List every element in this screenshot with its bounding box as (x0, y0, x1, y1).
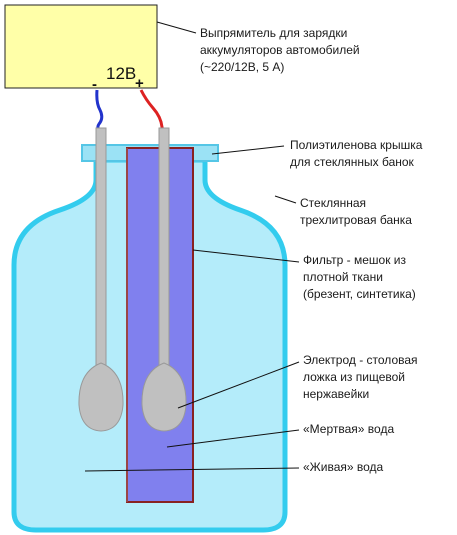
charger-box (4, 4, 158, 89)
leader-filter (192, 249, 300, 263)
jar-label-line: трехлитровая банка (300, 213, 412, 227)
filter-label-line: Фильтр - мешок из (303, 253, 406, 267)
leader-charger (156, 21, 197, 34)
wire-positive (139, 89, 167, 135)
leader-live-water (84, 467, 300, 472)
charger-voltage: 12В (106, 64, 137, 83)
electrode-label-line: нержавейки (303, 387, 370, 401)
lid-label: Полиэтиленова крышка для стеклянных бано… (290, 137, 422, 171)
filter-label-line: (брезент, синтетика) (303, 287, 416, 301)
electrode-label-line: ложка из пищевой (303, 370, 405, 384)
lid-label-line: для стеклянных банок (290, 155, 414, 169)
leader-jar (274, 195, 297, 204)
charger-label-line: (~220/12В, 5 А) (200, 60, 285, 74)
electrode-right-handle (158, 127, 170, 371)
live-water-label: «Живая» вода (303, 460, 384, 474)
charger-label-line: аккумуляторов автомобилей (200, 43, 360, 57)
lid-label-line: Полиэтиленова крышка (290, 138, 423, 152)
jar-label: Стеклянная трехлитровая банка (300, 195, 412, 229)
electrode-label-line: Электрод - столовая (303, 353, 418, 367)
electrode-right-bowl (141, 362, 187, 432)
electrode-left-handle (95, 127, 107, 371)
charger-label-line: Выпрямитель для зарядки (200, 26, 348, 40)
electrode-left-bowl (78, 362, 124, 432)
leader-lid (211, 145, 285, 155)
filter-label-line: плотной ткани (303, 270, 383, 284)
leader-dead-water (166, 429, 300, 448)
charger-label: Выпрямитель для зарядки аккумуляторов ав… (200, 25, 360, 76)
jar-label-line: Стеклянная (300, 196, 367, 210)
electrode-label: Электрод - столовая ложка из пищевой нер… (303, 352, 418, 403)
dead-water-label: «Мертвая» вода (303, 422, 395, 436)
charger-minus-sign: - (92, 76, 97, 93)
charger-plus-sign: + (135, 75, 144, 92)
wire-negative (95, 89, 104, 135)
leader-electrode (177, 361, 300, 409)
filter-label: Фильтр - мешок из плотной ткани (брезент… (303, 252, 416, 303)
